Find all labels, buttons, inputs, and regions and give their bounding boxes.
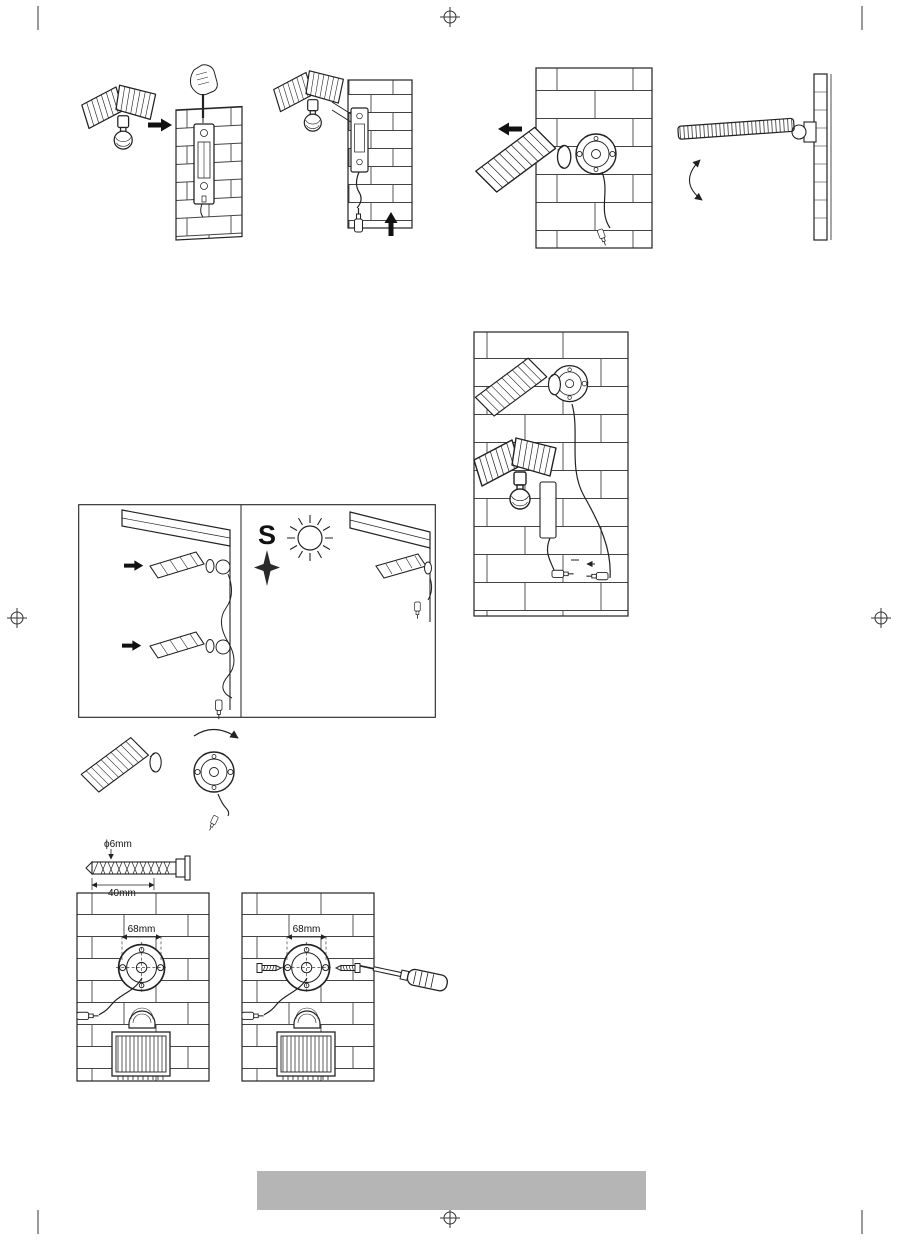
registration-mark-icon bbox=[440, 7, 460, 27]
arrow-right-icon bbox=[148, 118, 172, 132]
south-label: S bbox=[258, 520, 276, 550]
power-cable bbox=[355, 171, 362, 209]
wall-bracket bbox=[193, 123, 215, 218]
arrow-left-icon bbox=[498, 122, 522, 136]
solar-panel-icon bbox=[149, 631, 231, 659]
registration-mark-icon bbox=[871, 608, 891, 628]
sun-icon bbox=[287, 515, 333, 561]
wall-bracket bbox=[539, 481, 557, 539]
arrow-right-icon bbox=[122, 640, 142, 651]
figure-fix-plate-with-screws bbox=[241, 892, 450, 1084]
drill-diameter-label: ϕ6mm bbox=[104, 839, 132, 850]
power-cable bbox=[217, 793, 230, 817]
power-cable bbox=[427, 577, 433, 601]
figure-step3-fit-solar-panel bbox=[475, 67, 653, 249]
figure-step1-mount-bracket bbox=[81, 64, 243, 241]
figure-step4-tilt-panel bbox=[677, 73, 832, 241]
pivot-joint bbox=[791, 124, 807, 140]
figure-step2-hang-light bbox=[273, 70, 413, 236]
figure-drill-template bbox=[76, 892, 214, 1084]
registration-mark-icon bbox=[7, 608, 27, 628]
tilt-arrow-icon bbox=[688, 159, 703, 201]
mount-position-panel bbox=[121, 509, 235, 720]
box-border bbox=[78, 504, 436, 718]
power-cable bbox=[601, 171, 611, 229]
registration-mark-icon bbox=[440, 1208, 460, 1228]
wall-side-view bbox=[813, 73, 832, 241]
solar-panel-icon bbox=[375, 553, 432, 579]
hand-with-screwdriver-icon bbox=[190, 64, 218, 123]
solar-panel-icon bbox=[149, 551, 231, 579]
arrow-right-icon bbox=[124, 560, 144, 571]
wall-bracket bbox=[350, 107, 369, 173]
solar-cable bbox=[571, 403, 611, 579]
figure-wall-plug-dimensions: ϕ6mm 40mm bbox=[85, 839, 191, 899]
figure-assembled-overview bbox=[473, 331, 629, 617]
light-cable bbox=[546, 537, 555, 571]
orientation-panel: S bbox=[254, 511, 433, 622]
connect-arrows-icon bbox=[571, 560, 595, 564]
wall-plug-icon bbox=[85, 855, 191, 881]
figure-orientation-box: S bbox=[78, 504, 436, 720]
power-cable bbox=[221, 573, 235, 699]
footer-bar bbox=[257, 1171, 646, 1210]
compass-star-icon bbox=[254, 550, 280, 586]
figure-twist-lock bbox=[80, 728, 239, 832]
rotate-arrow-icon bbox=[193, 728, 239, 739]
solar-panel-side-view bbox=[677, 117, 795, 140]
